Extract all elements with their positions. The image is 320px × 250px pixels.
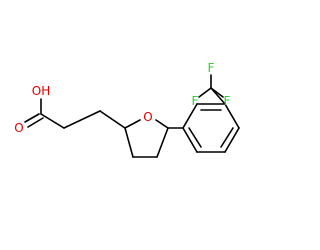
bond-ph-1 bbox=[182, 103, 198, 129]
molecule-drawing: OH O O F F F bbox=[14, 61, 240, 158]
atom-f2: F bbox=[192, 94, 199, 108]
atom-ring-o: O bbox=[143, 110, 152, 124]
atom-carbonyl-o: O bbox=[14, 121, 23, 135]
atom-oh: OH bbox=[32, 84, 50, 98]
bond-ring-c3-c2 bbox=[124, 127, 134, 158]
bond-c-o-double-a bbox=[24, 113, 40, 123]
bond-ph-3 bbox=[224, 103, 240, 129]
atom-f3: F bbox=[224, 94, 231, 108]
bond-ring-c2-o bbox=[124, 119, 141, 129]
bond-c-ch2 bbox=[40, 113, 65, 129]
bond-cf3-f2 bbox=[198, 87, 212, 98]
bond-c-o-double-b bbox=[27, 117, 44, 128]
bond-chain-2 bbox=[99, 110, 126, 129]
structure-canvas: OH O O F F F bbox=[14, 61, 240, 158]
bond-ph-4 bbox=[224, 127, 240, 153]
atom-f1: F bbox=[208, 61, 215, 75]
bond-ph-inner-2 bbox=[220, 127, 234, 148]
bond-ph-inner-3 bbox=[188, 127, 202, 148]
bond-ring-c5-c4 bbox=[156, 127, 169, 158]
bond-ph-6 bbox=[182, 127, 198, 153]
bond-cf3-f3 bbox=[210, 87, 224, 98]
bond-ring-o-c5 bbox=[155, 119, 169, 129]
bond-chain-1 bbox=[63, 110, 101, 129]
